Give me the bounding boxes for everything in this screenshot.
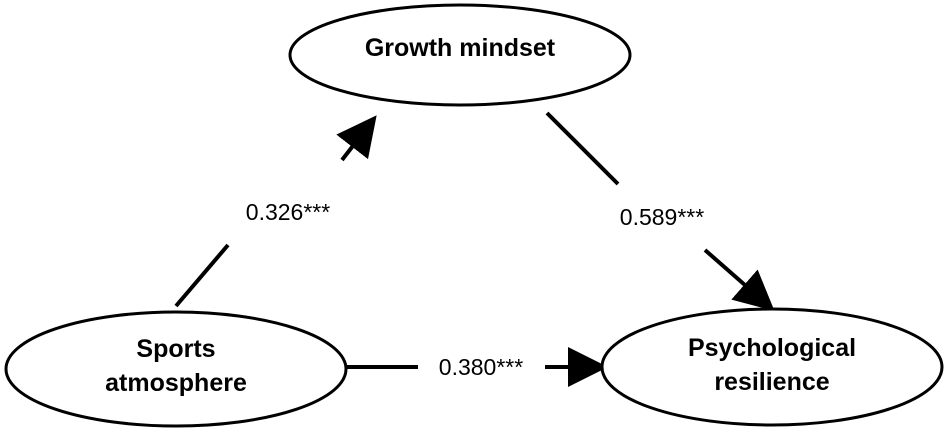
node-sports-atmosphere: Sports atmosphere — [4, 310, 348, 428]
edge-arrow — [336, 115, 377, 162]
node-ellipse — [4, 310, 348, 428]
node-label-sports-line1: Sports — [136, 335, 215, 363]
path-coefficient-sports-resilience: 0.380*** — [439, 354, 523, 380]
node-label-resilience-line1: Psychological — [688, 334, 856, 362]
edge-line — [174, 243, 230, 308]
edge-arrow — [703, 248, 775, 311]
node-growth-mindset: Growth mindset — [288, 3, 632, 107]
path-coefficient-growth-resilience: 0.589*** — [620, 204, 704, 230]
node-label-resilience-line2: resilience — [714, 368, 829, 396]
path-coefficient-sports-growth: 0.326*** — [246, 199, 330, 225]
edge-growth-to-resilience — [545, 111, 775, 311]
node-psychological-resilience: Psychological resilience — [600, 307, 944, 427]
node-label-growth-mindset: Growth mindset — [365, 34, 556, 62]
edge-sports-to-growth — [174, 115, 377, 308]
node-ellipse — [600, 307, 944, 427]
node-ellipse — [288, 3, 632, 107]
edge-line — [545, 111, 620, 186]
node-label-sports-line2: atmosphere — [105, 369, 247, 397]
